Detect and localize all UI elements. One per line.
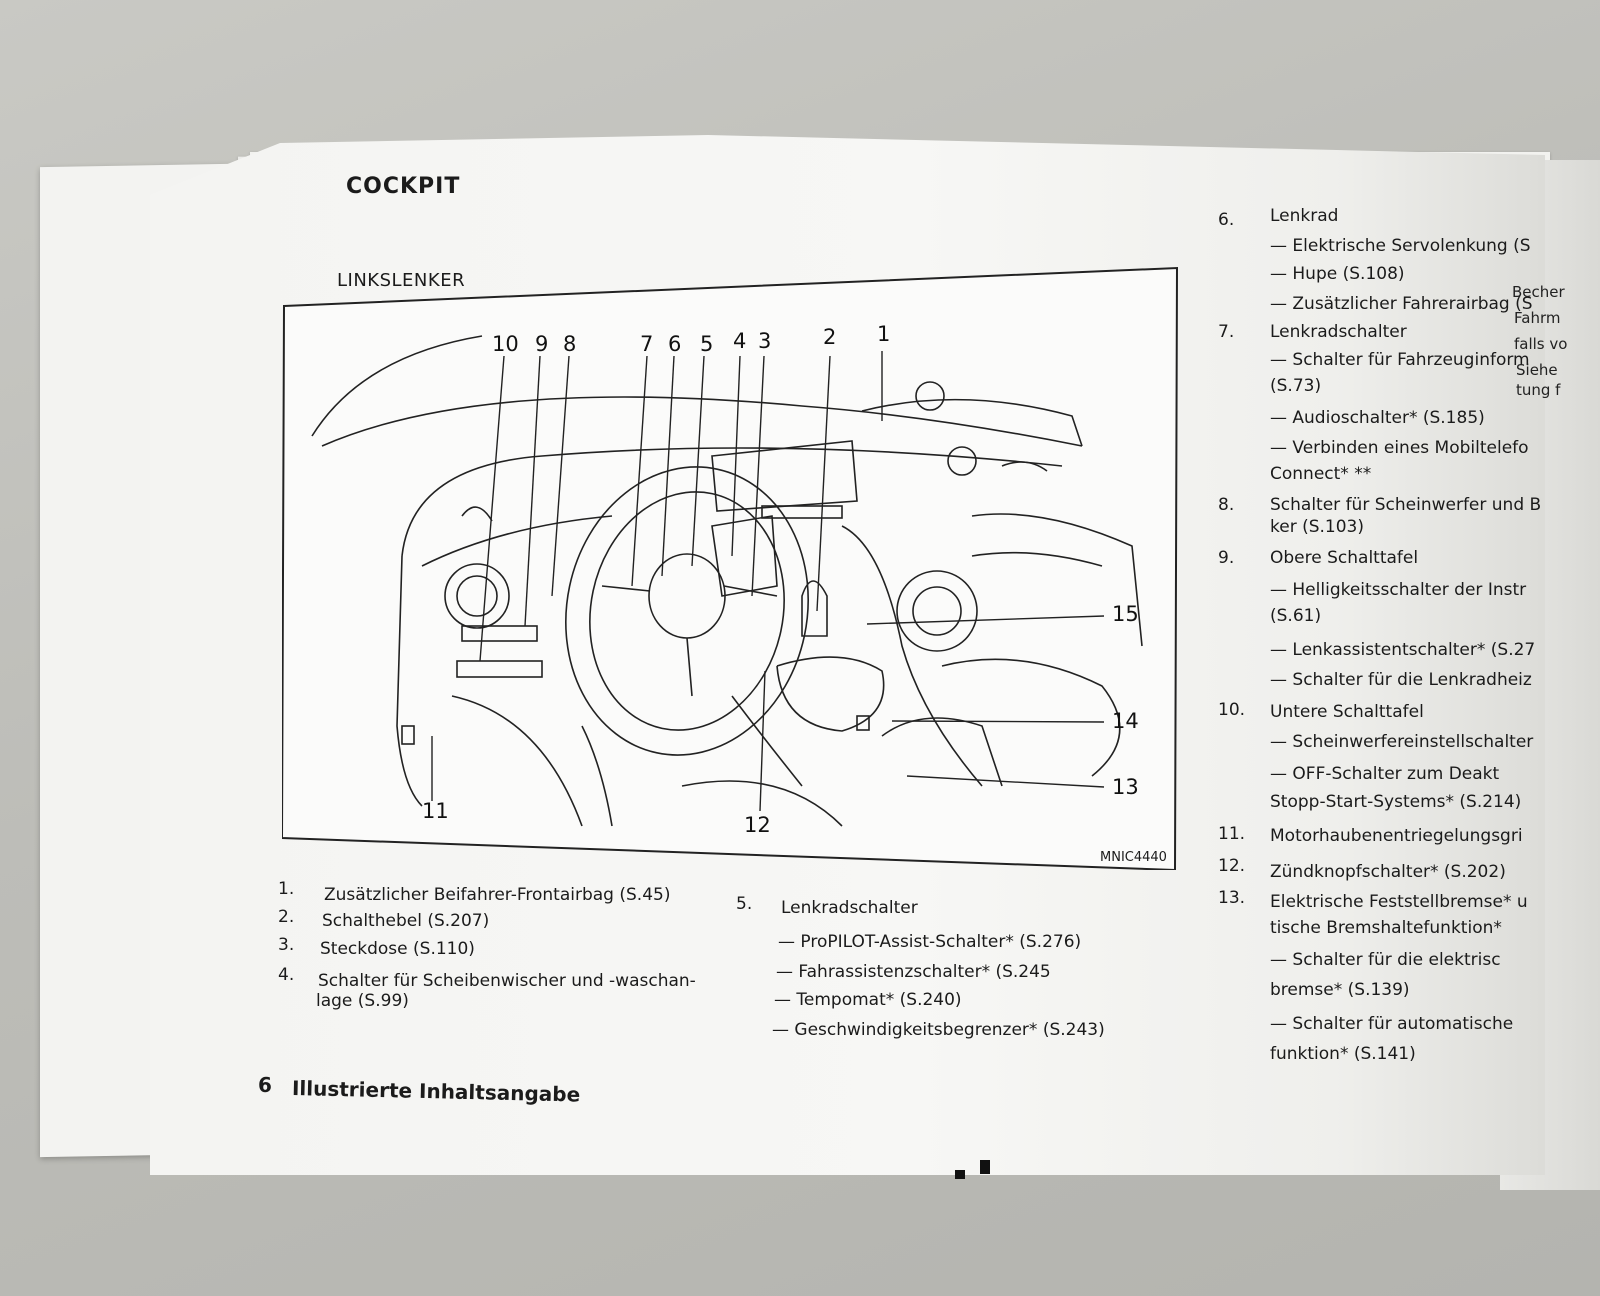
list-subitem: — Schalter für die elektrisc (1270, 950, 1501, 970)
callout-label-9: 9 (535, 332, 548, 356)
figure-code: MNIC4440 (1100, 850, 1167, 865)
cockpit-illustration: 10 9 8 7 6 5 4 3 2 1 15 14 13 12 11 (280, 266, 1182, 872)
list-subitem: Stopp-Start-Systems* (S.214) (1270, 792, 1522, 812)
list-item-text: Obere Schalttafel (1270, 548, 1419, 568)
list-item-text: Steckdose (S.110) (320, 939, 475, 959)
list-subitem: Connect* ** (1270, 464, 1372, 484)
callout-label-10: 10 (492, 332, 519, 356)
list-number: 2. (278, 907, 295, 927)
list-subitem: — OFF-Schalter zum Deakt (1270, 764, 1500, 784)
callout-label-12: 12 (744, 813, 771, 837)
callout-label-2: 2 (823, 325, 836, 349)
list-subitem: — Helligkeitsschalter der Instr (1270, 580, 1527, 600)
callout-label-1: 1 (877, 322, 890, 346)
list-item-text: Elektrische Feststellbremse* u (1270, 892, 1528, 912)
callout-labels: 10 9 8 7 6 5 4 3 2 1 15 14 13 12 11 (422, 322, 1139, 837)
list-number: 12. (1218, 856, 1246, 876)
cockpit-line-art (311, 335, 1143, 827)
list-number: 6. (1218, 210, 1235, 230)
callout-label-11: 11 (422, 799, 449, 823)
edge-fragment: Siehe (1516, 361, 1558, 379)
list-number: 7. (1218, 322, 1235, 342)
callout-label-3: 3 (758, 329, 771, 353)
print-mark (980, 1160, 990, 1174)
figure-frame (280, 266, 1179, 872)
page-subheading: LINKSLENKER (337, 270, 466, 291)
list-number: 1. (278, 879, 295, 899)
list-item-text: Schalter für Scheibenwischer und -wascha… (318, 971, 696, 991)
callout-label-14: 14 (1112, 709, 1139, 733)
list-subitem: — Scheinwerfereinstellschalter (1270, 732, 1534, 752)
callout-label-7: 7 (640, 332, 653, 356)
list-item-text: Zusätzlicher Beifahrer-Frontairbag (S.45… (324, 885, 671, 905)
list-subitem: — ProPILOT-Assist-Schalter* (S.276) (778, 932, 1082, 952)
cockpit-drawing: 10 9 8 7 6 5 4 3 2 1 15 14 13 12 11 (280, 266, 1179, 872)
list-number: 3. (278, 935, 295, 955)
list-number: 8. (1218, 495, 1235, 515)
list-subitem: (S.73) (1270, 376, 1322, 396)
list-subitem: — Audioschalter* (S.185) (1270, 408, 1485, 428)
list-subitem: — Lenkassistentschalter* (S.27 (1270, 640, 1536, 660)
list-number: 9. (1218, 548, 1235, 568)
list-item-text: Lenkrad (1270, 206, 1339, 226)
page-heading: COCKPIT (346, 174, 461, 199)
list-subitem: — Schalter für automatische (1270, 1014, 1514, 1034)
list-subitem: (S.61) (1270, 606, 1322, 626)
list-subitem: — Zusätzlicher Fahrerairbag (S (1270, 294, 1533, 314)
list-item-text: Untere Schalttafel (1270, 702, 1424, 722)
callout-leaders (431, 351, 1105, 812)
list-item-text: Schalter für Scheinwerfer und B (1270, 495, 1542, 515)
list-subitem: funktion* (S.141) (1270, 1044, 1416, 1064)
edge-fragment: falls vo (1514, 335, 1568, 353)
edge-fragment: Fahrm (1514, 309, 1561, 327)
list-item-text: ker (S.103) (1270, 517, 1364, 537)
callout-label-13: 13 (1112, 775, 1139, 799)
list-subitem: bremse* (S.139) (1270, 980, 1410, 1000)
list-number: 4. (278, 965, 295, 985)
list-number: 11. (1218, 824, 1246, 844)
list-subitem: — Geschwindigkeitsbegrenzer* (S.243) (772, 1020, 1105, 1040)
list-item-text: lage (S.99) (316, 991, 409, 1011)
callout-label-5: 5 (700, 332, 713, 356)
edge-fragment: tung f (1516, 381, 1561, 399)
callout-label-15: 15 (1112, 602, 1139, 626)
list-number: 10. (1218, 700, 1246, 720)
list-item-text: Lenkradschalter (781, 898, 918, 918)
footer-page-number: 6 (258, 1073, 272, 1097)
callout-label-8: 8 (563, 332, 576, 356)
list-subitem: — Fahrassistenzschalter* (S.245 (776, 962, 1051, 982)
list-item-text: tische Bremshaltefunktion* (1270, 918, 1502, 938)
callout-label-4: 4 (733, 329, 746, 353)
list-item-text: Lenkradschalter (1270, 322, 1407, 342)
edge-fragment: Becher (1512, 283, 1565, 301)
list-item-text: Motorhaubenentriegelungsgri (1270, 826, 1523, 846)
list-item-text: Schalthebel (S.207) (322, 911, 490, 931)
print-mark (955, 1170, 965, 1179)
list-subitem: — Schalter für die Lenkradheiz (1270, 670, 1532, 690)
list-subitem: — Verbinden eines Mobiltelefo (1270, 438, 1529, 458)
list-subitem: — Elektrische Servolenkung (S (1270, 236, 1531, 256)
callout-label-6: 6 (668, 332, 681, 356)
list-subitem: — Hupe (S.108) (1270, 264, 1405, 284)
list-item-text: Zündknopfschalter* (S.202) (1270, 862, 1506, 882)
list-subitem: — Schalter für Fahrzeuginform (1270, 350, 1530, 370)
list-number: 13. (1218, 888, 1246, 908)
list-subitem: — Tempomat* (S.240) (774, 990, 962, 1010)
list-number: 5. (736, 894, 753, 914)
